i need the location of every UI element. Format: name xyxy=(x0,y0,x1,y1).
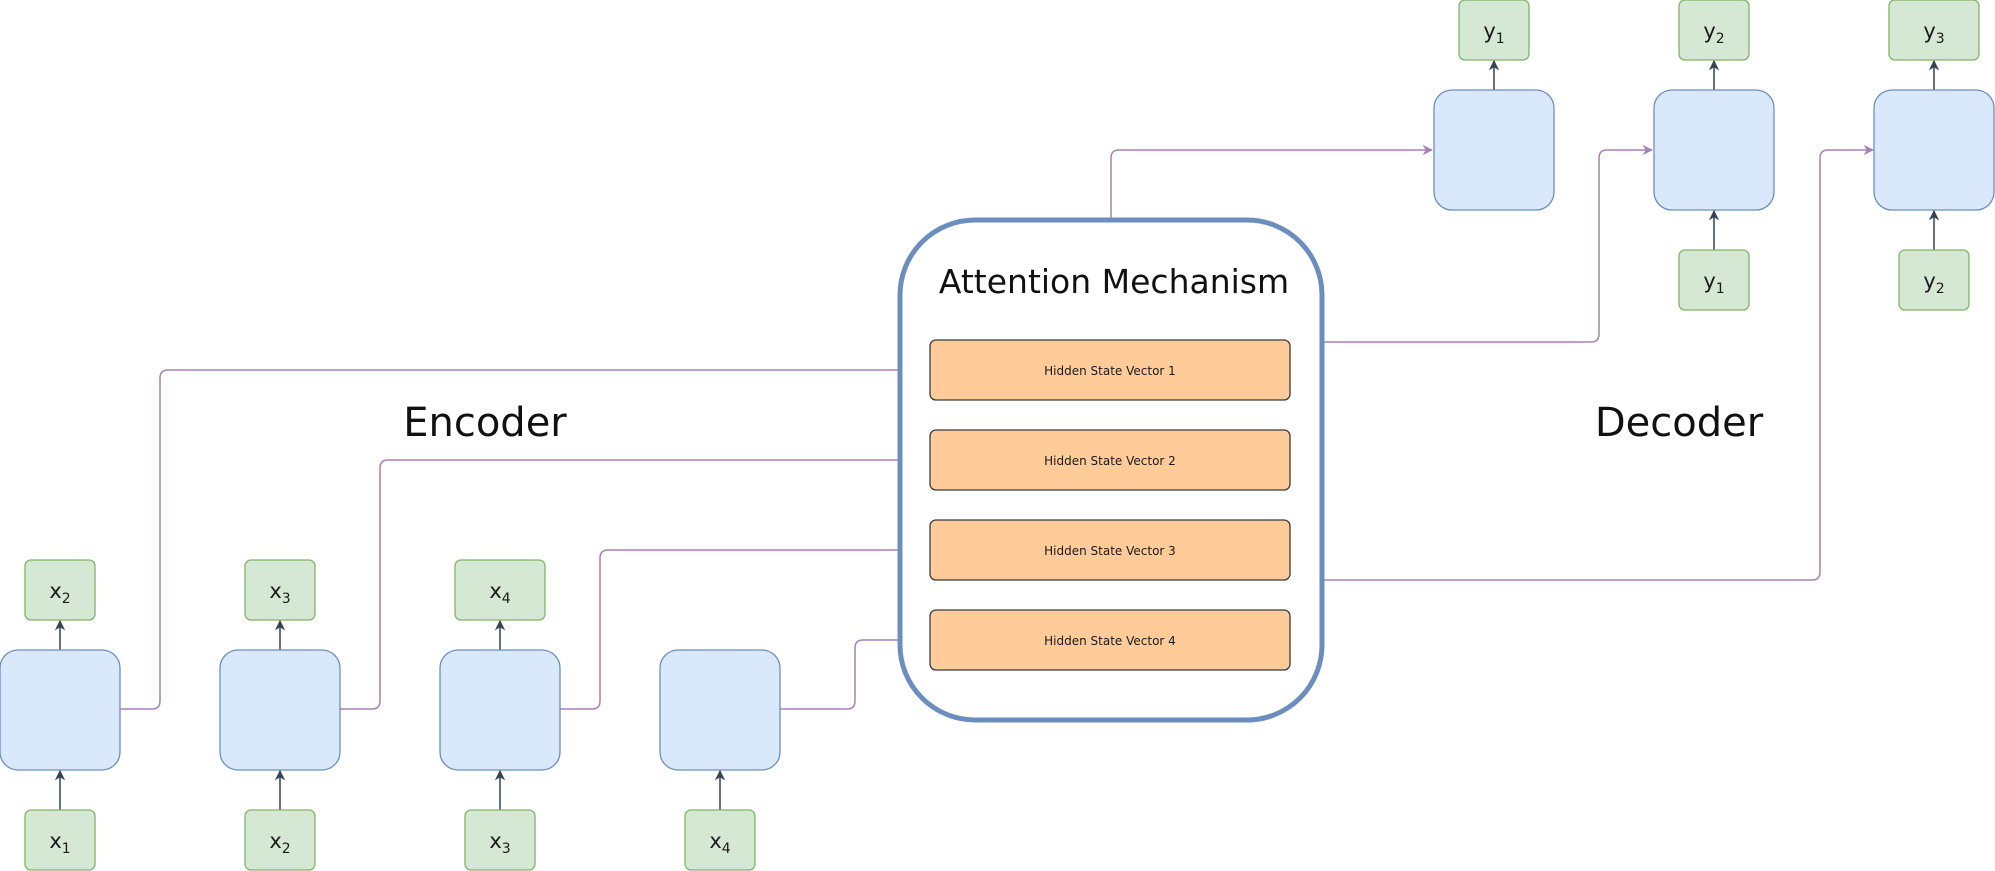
attention-to-decoder-cell-3-connector xyxy=(1323,144,1875,581)
encoder-column-1: x2 x1 xyxy=(0,559,121,871)
svg-text:x3: x3 xyxy=(489,829,510,857)
encoder-output-node: x3 xyxy=(244,559,316,621)
encoder-column-3: x4 x3 xyxy=(439,559,561,871)
hidden-state-label: Hidden State Vector 3 xyxy=(1044,544,1176,558)
decoder-input-node: y1 xyxy=(1678,249,1750,311)
encoder-input-node: x3 xyxy=(464,809,536,871)
encoder-cell-4-to-hidden-4-connector xyxy=(780,634,931,710)
svg-text:x4: x4 xyxy=(709,829,730,857)
svg-text:x2: x2 xyxy=(269,829,290,857)
decoder-output-node: y1 xyxy=(1458,0,1530,61)
encoder-cell-3-to-hidden-3-connector xyxy=(560,544,931,710)
svg-text:y1: y1 xyxy=(1483,19,1504,47)
encoder-cell xyxy=(219,649,341,771)
hidden-state-label: Hidden State Vector 4 xyxy=(1044,634,1176,648)
encoder-cell xyxy=(659,649,781,771)
attention-to-decoder-cell-1-connector xyxy=(1110,144,1434,219)
encoder-cell xyxy=(439,649,561,771)
encoder-output-node: x2 xyxy=(24,559,96,621)
svg-text:y3: y3 xyxy=(1923,19,1944,47)
decoder-cell xyxy=(1433,89,1555,211)
encoder-cell-1-to-hidden-1-connector xyxy=(120,364,931,710)
encoder-column-4: x4 xyxy=(659,649,781,871)
svg-text:y2: y2 xyxy=(1703,19,1724,47)
encoder-input-node: x2 xyxy=(244,809,316,871)
svg-text:y2: y2 xyxy=(1923,269,1944,297)
encoder-column-2: x3 x2 xyxy=(219,559,341,871)
decoder-cell xyxy=(1653,89,1775,211)
encoder-label: Encoder xyxy=(403,400,567,446)
decoder-column-3: y3 y2 xyxy=(1873,0,1995,311)
svg-text:y1: y1 xyxy=(1703,269,1724,297)
svg-text:x1: x1 xyxy=(49,829,70,857)
decoder-column-1: y1 xyxy=(1433,0,1555,211)
attention-title: Attention Mechanism xyxy=(939,262,1289,301)
hidden-state-label: Hidden State Vector 2 xyxy=(1044,454,1176,468)
decoder-output-node: y3 xyxy=(1888,0,1980,61)
svg-text:x4: x4 xyxy=(489,579,510,607)
decoder-cell xyxy=(1873,89,1995,211)
attention-to-decoder-cell-2-connector xyxy=(1323,144,1654,343)
svg-text:x3: x3 xyxy=(269,579,290,607)
encoder-cell-2-to-hidden-2-connector xyxy=(340,454,931,710)
encoder-input-node: x4 xyxy=(684,809,756,871)
encoder-cell xyxy=(0,649,121,771)
hidden-state-box: Hidden State Vector 3 xyxy=(929,519,1291,581)
decoder-output-node: y2 xyxy=(1678,0,1750,61)
decoder-input-node: y2 xyxy=(1898,249,1970,311)
connectors xyxy=(120,144,1875,710)
hidden-state-box: Hidden State Vector 4 xyxy=(929,609,1291,671)
encoder-input-node: x1 xyxy=(24,809,96,871)
encoder-output-node: x4 xyxy=(454,559,546,621)
hidden-state-label: Hidden State Vector 1 xyxy=(1044,364,1176,378)
attention-mechanism: Attention Mechanism Hidden State Vector … xyxy=(897,217,1325,723)
hidden-state-box: Hidden State Vector 1 xyxy=(929,339,1291,401)
svg-text:x2: x2 xyxy=(49,579,70,607)
hidden-state-box: Hidden State Vector 2 xyxy=(929,429,1291,491)
decoder-column-2: y2 y1 xyxy=(1653,0,1775,311)
decoder-label: Decoder xyxy=(1595,400,1764,446)
